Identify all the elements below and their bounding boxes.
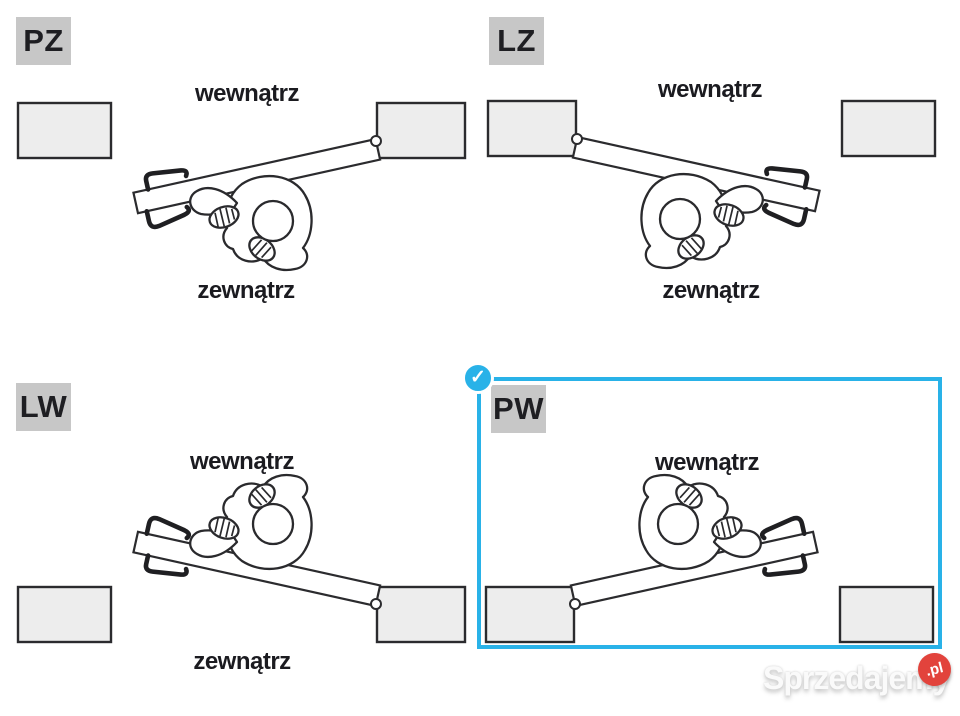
outside-label: zewnątrz [197, 277, 295, 304]
inside-label: wewnątrz [194, 80, 300, 107]
scene-pz [10, 100, 470, 272]
check-icon: ✓ [462, 362, 494, 394]
inside-label: wewnątrz [189, 448, 295, 475]
option-code-badge: PW [491, 385, 546, 433]
option-lz[interactable]: LZ wewnątrz zewnątrz [480, 0, 950, 330]
outside-label: zewnątrz [193, 648, 291, 675]
option-code-badge: PZ [16, 17, 71, 65]
option-pw-selected[interactable]: PW wewnątrz [477, 377, 942, 649]
option-lw[interactable]: LW wewnątrz zewnątrz [0, 360, 470, 716]
scene-lw [10, 473, 470, 645]
option-pz[interactable]: PZ wewnątrz zewnątrz [0, 0, 470, 330]
watermark: Sprzedajemy .pl [763, 649, 960, 713]
scene-lz [483, 98, 943, 270]
inside-label: wewnątrz [657, 76, 763, 103]
option-code-badge: LW [16, 383, 71, 431]
option-code-badge: LZ [489, 17, 544, 65]
outside-label: zewnątrz [662, 277, 760, 304]
inside-label: wewnątrz [654, 449, 760, 476]
scene-pw [481, 473, 941, 645]
